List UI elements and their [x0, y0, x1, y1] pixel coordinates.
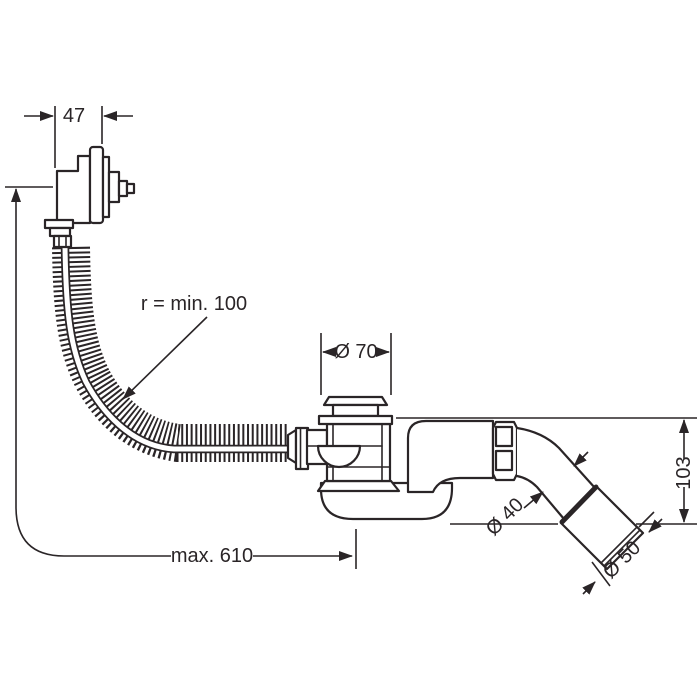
rotary-disc	[88, 145, 105, 225]
trap-flare	[316, 479, 401, 493]
bent-dimension-line	[11, 188, 171, 557]
dimension-label-dia-40: Ø 40	[482, 494, 528, 540]
outlet-pipe-bottom-wall	[515, 474, 566, 521]
connector-taper	[286, 428, 298, 465]
drain-flange-plate	[317, 414, 394, 426]
overflow-collar-upper	[43, 218, 75, 230]
dimension-arrow	[573, 451, 589, 467]
outlet-pipe-top-wall	[515, 426, 597, 490]
dimension-label-radius: r = min. 100	[141, 293, 247, 315]
knob-shaft	[107, 170, 121, 204]
overflow-body	[55, 154, 92, 225]
outlet-assembly	[491, 420, 645, 571]
dimension-arrow	[648, 518, 663, 533]
sleeve-ring	[600, 526, 638, 564]
knob-tip	[125, 182, 136, 195]
dimension-arrow	[523, 491, 544, 509]
dimension-label-47: 47	[63, 105, 85, 127]
sleeve-joint	[559, 484, 599, 525]
dimension-hose-radius: r = min. 100	[122, 293, 247, 400]
dimension-arrow	[582, 581, 596, 595]
dimension-max-610: max. 610	[5, 186, 357, 569]
overflow-hose-adapter	[52, 234, 73, 249]
drain-plug-cap	[322, 395, 389, 407]
pull-cable	[62, 246, 292, 452]
dimension-label-max-610: max. 610	[171, 545, 253, 567]
dimension-dia-70: Ø 70	[320, 333, 392, 395]
dimension-label-dia-70: Ø 70	[334, 341, 377, 363]
outlet-pipe-fill	[517, 428, 596, 522]
dimension-103: 103	[396, 417, 697, 525]
sleeve-ring	[603, 529, 641, 567]
pull-cable-outline	[60, 246, 292, 454]
flexible-overflow-hose	[52, 246, 292, 462]
drain-plug-stem	[331, 403, 380, 418]
outlet-elbow	[406, 419, 495, 494]
knob-step	[117, 179, 129, 198]
dimension-label-103: 103	[673, 456, 695, 489]
extension-tick	[591, 561, 611, 587]
extension-tick	[638, 511, 655, 528]
waste-trap	[306, 395, 495, 521]
overflow-unit	[43, 145, 136, 249]
leader-arrow	[122, 316, 208, 400]
nut-rib-lower	[494, 449, 514, 472]
overflow-collar-lower	[48, 226, 72, 238]
nut-rib-upper	[494, 425, 514, 448]
dimension-47: 47	[24, 105, 133, 168]
